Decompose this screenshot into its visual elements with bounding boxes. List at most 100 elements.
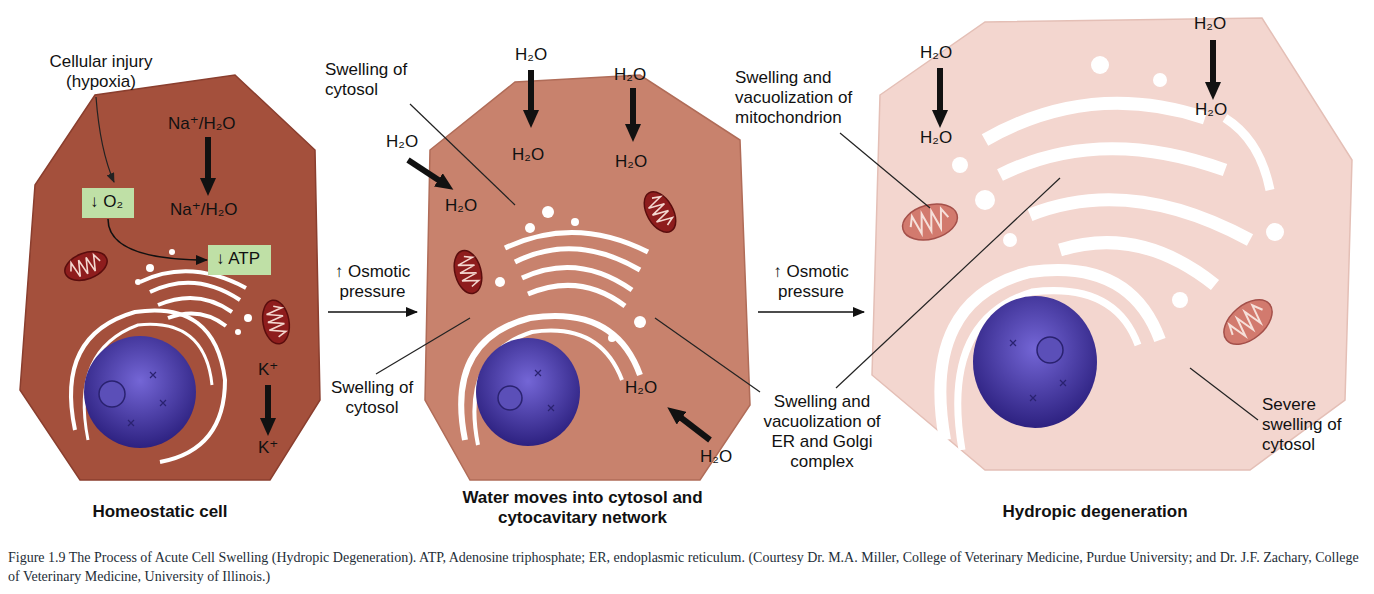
- flow-arrows: [630, 88, 636, 126]
- label: H₂O: [614, 65, 664, 85]
- label: Severe swelling of cytosol: [1262, 395, 1362, 455]
- label: Cellular injury (hypoxia): [36, 52, 166, 92]
- cell-three-organelles: [1266, 223, 1284, 241]
- label: H₂O: [1195, 100, 1245, 120]
- cell-membrane: [425, 75, 750, 480]
- label: K⁺: [258, 360, 298, 380]
- cell-one-organelles: [128, 372, 166, 426]
- label: Na⁺/H₂O: [168, 114, 258, 134]
- label: K⁺: [258, 360, 298, 380]
- label: H₂O: [1194, 14, 1244, 34]
- label: H₂O: [920, 43, 970, 63]
- process-box: ↓ ATP: [208, 245, 271, 275]
- label: Swelling of cytosol: [322, 378, 422, 418]
- label: Swelling of cytosol: [322, 378, 422, 418]
- label: Swelling and vacuolization of mitochondr…: [735, 68, 885, 128]
- cell-one-organelles: [244, 314, 252, 322]
- flow-connector: [328, 311, 417, 313]
- figure-caption: Figure 1.9 The Process of Acute Cell Swe…: [8, 548, 1366, 586]
- cell-membrane: [425, 75, 750, 480]
- connector-label: ↑ Osmotic pressure: [325, 262, 421, 302]
- cell-heading: Water moves into cytosol and cytocavitar…: [418, 488, 748, 528]
- label: H₂O: [920, 43, 970, 63]
- label: H₂O: [625, 378, 675, 398]
- cell-membrane: [20, 75, 320, 480]
- label: H₂O: [386, 132, 436, 152]
- figure-caption: Figure 1.9 The Process of Acute Cell Swe…: [8, 548, 1366, 586]
- cell-three-organelles: [1172, 292, 1188, 308]
- label: H₂O: [615, 152, 665, 172]
- connector-label: ↑ Osmotic pressure: [763, 262, 859, 302]
- cell-one-organelles: [99, 381, 125, 407]
- cell-two-organelles: [571, 218, 579, 226]
- cell-heading: Water moves into cytosol and cytocavitar…: [418, 488, 748, 528]
- label: Na⁺/H₂O: [170, 200, 260, 220]
- cell-two-organelles: [542, 206, 554, 218]
- cell-one-organelles: [235, 329, 241, 335]
- label: H₂O: [625, 378, 675, 398]
- label: H₂O: [386, 132, 436, 152]
- cell-one-organelles: [135, 279, 141, 285]
- cell-outline: Homeostatic cell↓ O₂↓ ATP: [20, 75, 320, 480]
- cell-three-organelles: [1091, 56, 1109, 74]
- label: H₂O: [515, 45, 565, 65]
- label: H₂O: [1194, 14, 1244, 34]
- cell-three-organelles: [952, 157, 968, 173]
- flow-arrows: [265, 385, 271, 420]
- label: Na⁺/H₂O: [168, 114, 258, 134]
- flow-arrows: [937, 68, 943, 112]
- cell-two-organelles: [476, 338, 580, 446]
- label: H₂O: [614, 65, 664, 85]
- label: K⁺: [258, 438, 298, 458]
- label: H₂O: [700, 447, 750, 467]
- cell-two-organelles: [525, 223, 535, 233]
- connector-label: ↑ Osmotic pressure: [325, 262, 421, 302]
- cell-three-organelles: [1037, 337, 1063, 363]
- label: Swelling of cytosol: [325, 60, 435, 100]
- cell-membrane: [20, 75, 320, 480]
- label: H₂O: [512, 145, 562, 165]
- cell-two-organelles: [535, 370, 554, 411]
- cell-three-organelles: [1003, 233, 1017, 247]
- cell-one-organelles: [84, 336, 196, 448]
- cell-two-organelles: [608, 334, 616, 342]
- cell-outline: Water moves into cytosol and cytocavitar…: [425, 75, 750, 480]
- label: H₂O: [515, 45, 565, 65]
- cell-three-organelles: [973, 296, 1097, 428]
- label: Severe swelling of cytosol: [1262, 395, 1362, 455]
- label: H₂O: [1195, 100, 1245, 120]
- label: H₂O: [512, 145, 562, 165]
- cell-three-organelles: [1010, 340, 1066, 401]
- label: Swelling and vacuolization of ER and Gol…: [752, 392, 892, 472]
- cell-two-organelles: [634, 316, 646, 328]
- label: Cellular injury (hypoxia): [36, 52, 166, 92]
- label: H₂O: [920, 128, 970, 148]
- process-box: ↓ O₂: [82, 188, 134, 218]
- label: H₂O: [920, 128, 970, 148]
- label: Swelling of cytosol: [325, 60, 435, 100]
- cell-two-organelles: [498, 386, 522, 410]
- cell-heading: Hydropic degeneration: [965, 502, 1225, 522]
- flow-connector: [758, 311, 864, 313]
- label: Na⁺/H₂O: [170, 200, 260, 220]
- cell-two-organelles: [495, 277, 505, 287]
- label: K⁺: [258, 438, 298, 458]
- cell-heading: Homeostatic cell: [50, 502, 270, 522]
- flow-arrows: [1210, 40, 1216, 84]
- flow-arrows: [528, 70, 534, 112]
- cell-one-organelles: [169, 249, 175, 255]
- connector-label: ↑ Osmotic pressure: [763, 262, 859, 302]
- flow-arrows: [205, 137, 211, 180]
- label: Swelling and vacuolization of mitochondr…: [735, 68, 885, 128]
- cell-heading: Hydropic degeneration: [965, 502, 1225, 522]
- cell-three-organelles: [1153, 73, 1167, 87]
- cell-one-organelles: [146, 264, 154, 272]
- label: Swelling and vacuolization of ER and Gol…: [752, 392, 892, 472]
- box-label: ↓ O₂: [90, 192, 126, 212]
- label: H₂O: [445, 196, 495, 216]
- label: H₂O: [445, 196, 495, 216]
- cell-three-organelles: [975, 190, 995, 210]
- cell-heading: Homeostatic cell: [50, 502, 270, 522]
- label: H₂O: [615, 152, 665, 172]
